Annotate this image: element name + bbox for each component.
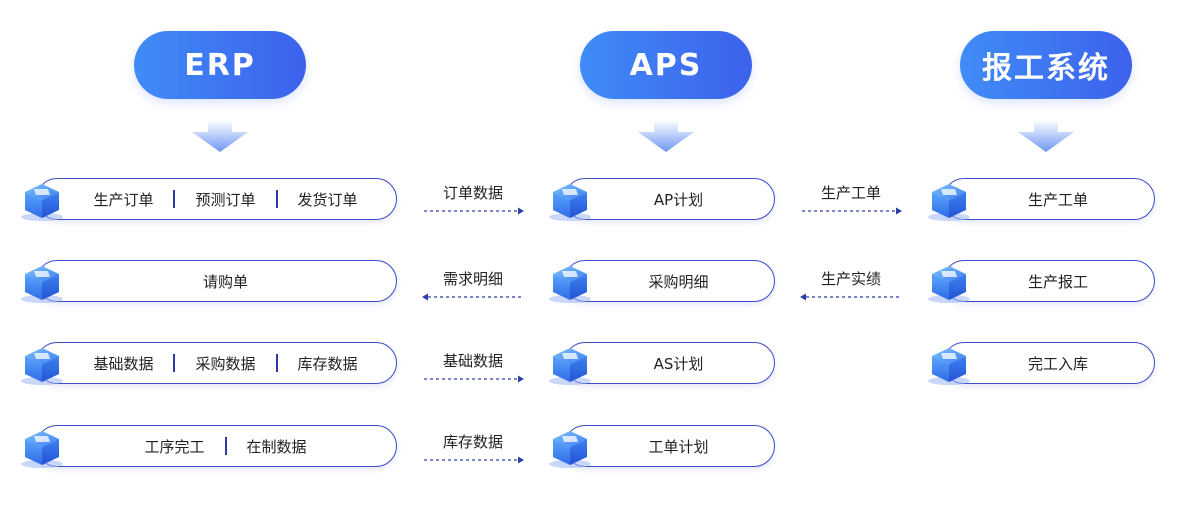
link-label: 生产工单	[820, 184, 881, 202]
erp-item-requisition: 请购单	[36, 260, 397, 302]
erp-segment: 发货订单	[297, 190, 358, 209]
erp-item-orders: 生产订单 预测订单 发货订单	[36, 178, 397, 220]
aps-item-as-plan: AS计划	[564, 342, 775, 384]
aps-header: APS	[580, 31, 752, 99]
divider	[173, 190, 176, 208]
report-item-completion-storage: 完工入库	[943, 342, 1155, 384]
erp-segment: 在制数据	[246, 437, 307, 456]
box-cube-icon	[928, 348, 970, 385]
link-inventory-data: 库存数据	[420, 431, 526, 481]
report-system-header: 报工系统	[960, 31, 1132, 99]
document-cube-icon	[21, 184, 63, 221]
aps-item-ap-plan: AP计划	[564, 178, 775, 220]
dashed-arrow-right-icon	[424, 375, 524, 383]
aps-item-purchase-detail: 采购明细	[564, 260, 775, 302]
dashed-arrow-right-icon	[424, 207, 524, 215]
report-item-label: 完工入库	[1027, 354, 1088, 373]
aps-item-label: AS计划	[653, 354, 704, 373]
dashed-arrow-left-icon	[800, 293, 900, 301]
check-cube-icon	[928, 266, 970, 303]
gear-cube-icon	[21, 431, 63, 468]
report-item-production-order: 生产工单	[943, 178, 1155, 220]
erp-item-master-data: 基础数据 采购数据 库存数据	[36, 342, 397, 384]
aps-item-label: AP计划	[653, 190, 704, 209]
factory-cube-icon	[549, 431, 591, 468]
arrow-doc-cube-icon	[21, 266, 63, 303]
link-label: 生产实绩	[820, 270, 881, 288]
erp-down-arrow-icon	[192, 120, 248, 152]
erp-segment: 预测订单	[195, 190, 256, 209]
erp-item-process: 工序完工 在制数据	[36, 425, 397, 467]
divider	[275, 190, 278, 208]
report-item-production-report: 生产报工	[943, 260, 1155, 302]
link-label: 订单数据	[442, 184, 503, 202]
divider	[275, 354, 278, 372]
erp-segment: 库存数据	[297, 354, 358, 373]
link-demand-detail: 需求明细	[420, 268, 526, 318]
ap-cube-icon	[549, 184, 591, 221]
divider	[224, 437, 227, 455]
erp-segment: 请购单	[202, 272, 248, 291]
database-cube-icon	[21, 348, 63, 385]
link-label: 库存数据	[442, 433, 503, 451]
grid-cube-icon	[549, 266, 591, 303]
aps-down-arrow-icon	[638, 120, 694, 152]
report-item-label: 生产工单	[1027, 190, 1088, 209]
screen-cube-icon	[928, 184, 970, 221]
erp-segment: 基础数据	[93, 354, 154, 373]
aps-item-work-order-plan: 工单计划	[564, 425, 775, 467]
erp-segment: 采购数据	[195, 354, 256, 373]
aps-item-label: 采购明细	[648, 272, 709, 291]
link-production-order: 生产工单	[798, 182, 904, 232]
aps-item-label: 工单计划	[648, 437, 709, 456]
link-production-actual: 生产实绩	[798, 268, 904, 318]
as-cube-icon	[549, 348, 591, 385]
erp-header: ERP	[134, 31, 306, 99]
link-order-data: 订单数据	[420, 182, 526, 232]
dashed-arrow-right-icon	[802, 207, 902, 215]
link-master-data: 基础数据	[420, 350, 526, 400]
report-item-label: 生产报工	[1027, 272, 1088, 291]
erp-segment: 工序完工	[144, 437, 205, 456]
erp-segment: 生产订单	[93, 190, 154, 209]
dashed-arrow-left-icon	[422, 293, 522, 301]
link-label: 需求明细	[442, 270, 503, 288]
dashed-arrow-right-icon	[424, 456, 524, 464]
link-label: 基础数据	[442, 352, 503, 370]
divider	[173, 354, 176, 372]
report-down-arrow-icon	[1018, 120, 1074, 152]
